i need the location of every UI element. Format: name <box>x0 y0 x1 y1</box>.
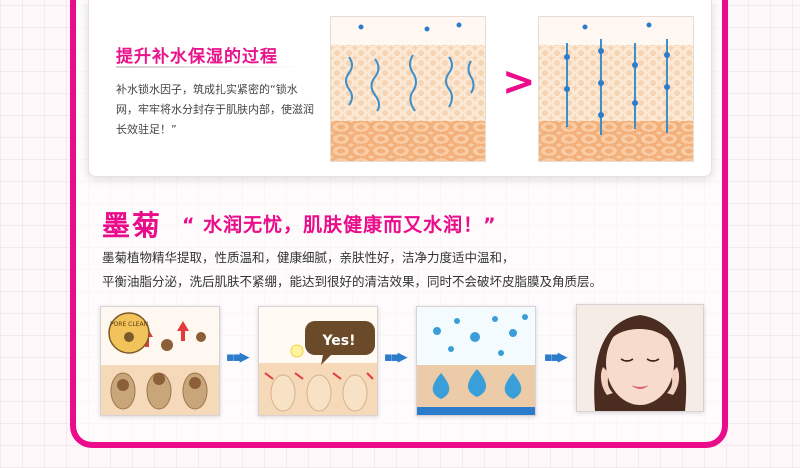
step-clean-pores-panel: Yes! <box>258 306 378 416</box>
description-line-1: 墨菊植物精华提取，性质温和，健康细腻，亲肤性好，洁净力度适中温和， <box>102 250 515 265</box>
brand-tagline: “ 水润无忧，肌肤健康而又水润！” <box>182 214 497 236</box>
skin-before-illustration <box>330 16 486 162</box>
flow-arrow-icon: ▪▪▶ <box>544 350 568 365</box>
flow-arrow-icon: ▪▪▶ <box>226 350 250 365</box>
pore-clean-badge: PORE CLEAN <box>110 321 148 328</box>
skin-after-illustration <box>538 16 694 162</box>
process-description: 补水锁水因子，筑成扎实紧密的“锁水网，牢牢将水分封存于肌肤内部，使滋润长效驻足！… <box>116 83 314 136</box>
yes-speech-bubble: Yes! <box>321 333 355 349</box>
transition-arrow-icon: > <box>502 59 536 105</box>
step-pore-clean-panel: PORE CLEAN <box>100 306 220 416</box>
description-line-2: 平衡油脂分泌，洗后肌肤不紧绷，能达到很好的清洁效果，同时不会破坏皮脂膜及角质层。 <box>102 274 603 289</box>
brand-description: 墨菊植物精华提取，性质温和，健康细腻，亲肤性好，洁净力度适中温和， 平衡油脂分泌… <box>102 246 722 294</box>
flow-arrow-icon: ▪▪▶ <box>384 350 408 365</box>
title-divider <box>116 66 302 68</box>
step-result-face-photo <box>576 304 704 412</box>
process-title: 提升补水保湿的过程 <box>116 47 278 67</box>
brand-name: 墨菊 <box>102 209 163 242</box>
step-hydration-panel <box>416 306 536 416</box>
